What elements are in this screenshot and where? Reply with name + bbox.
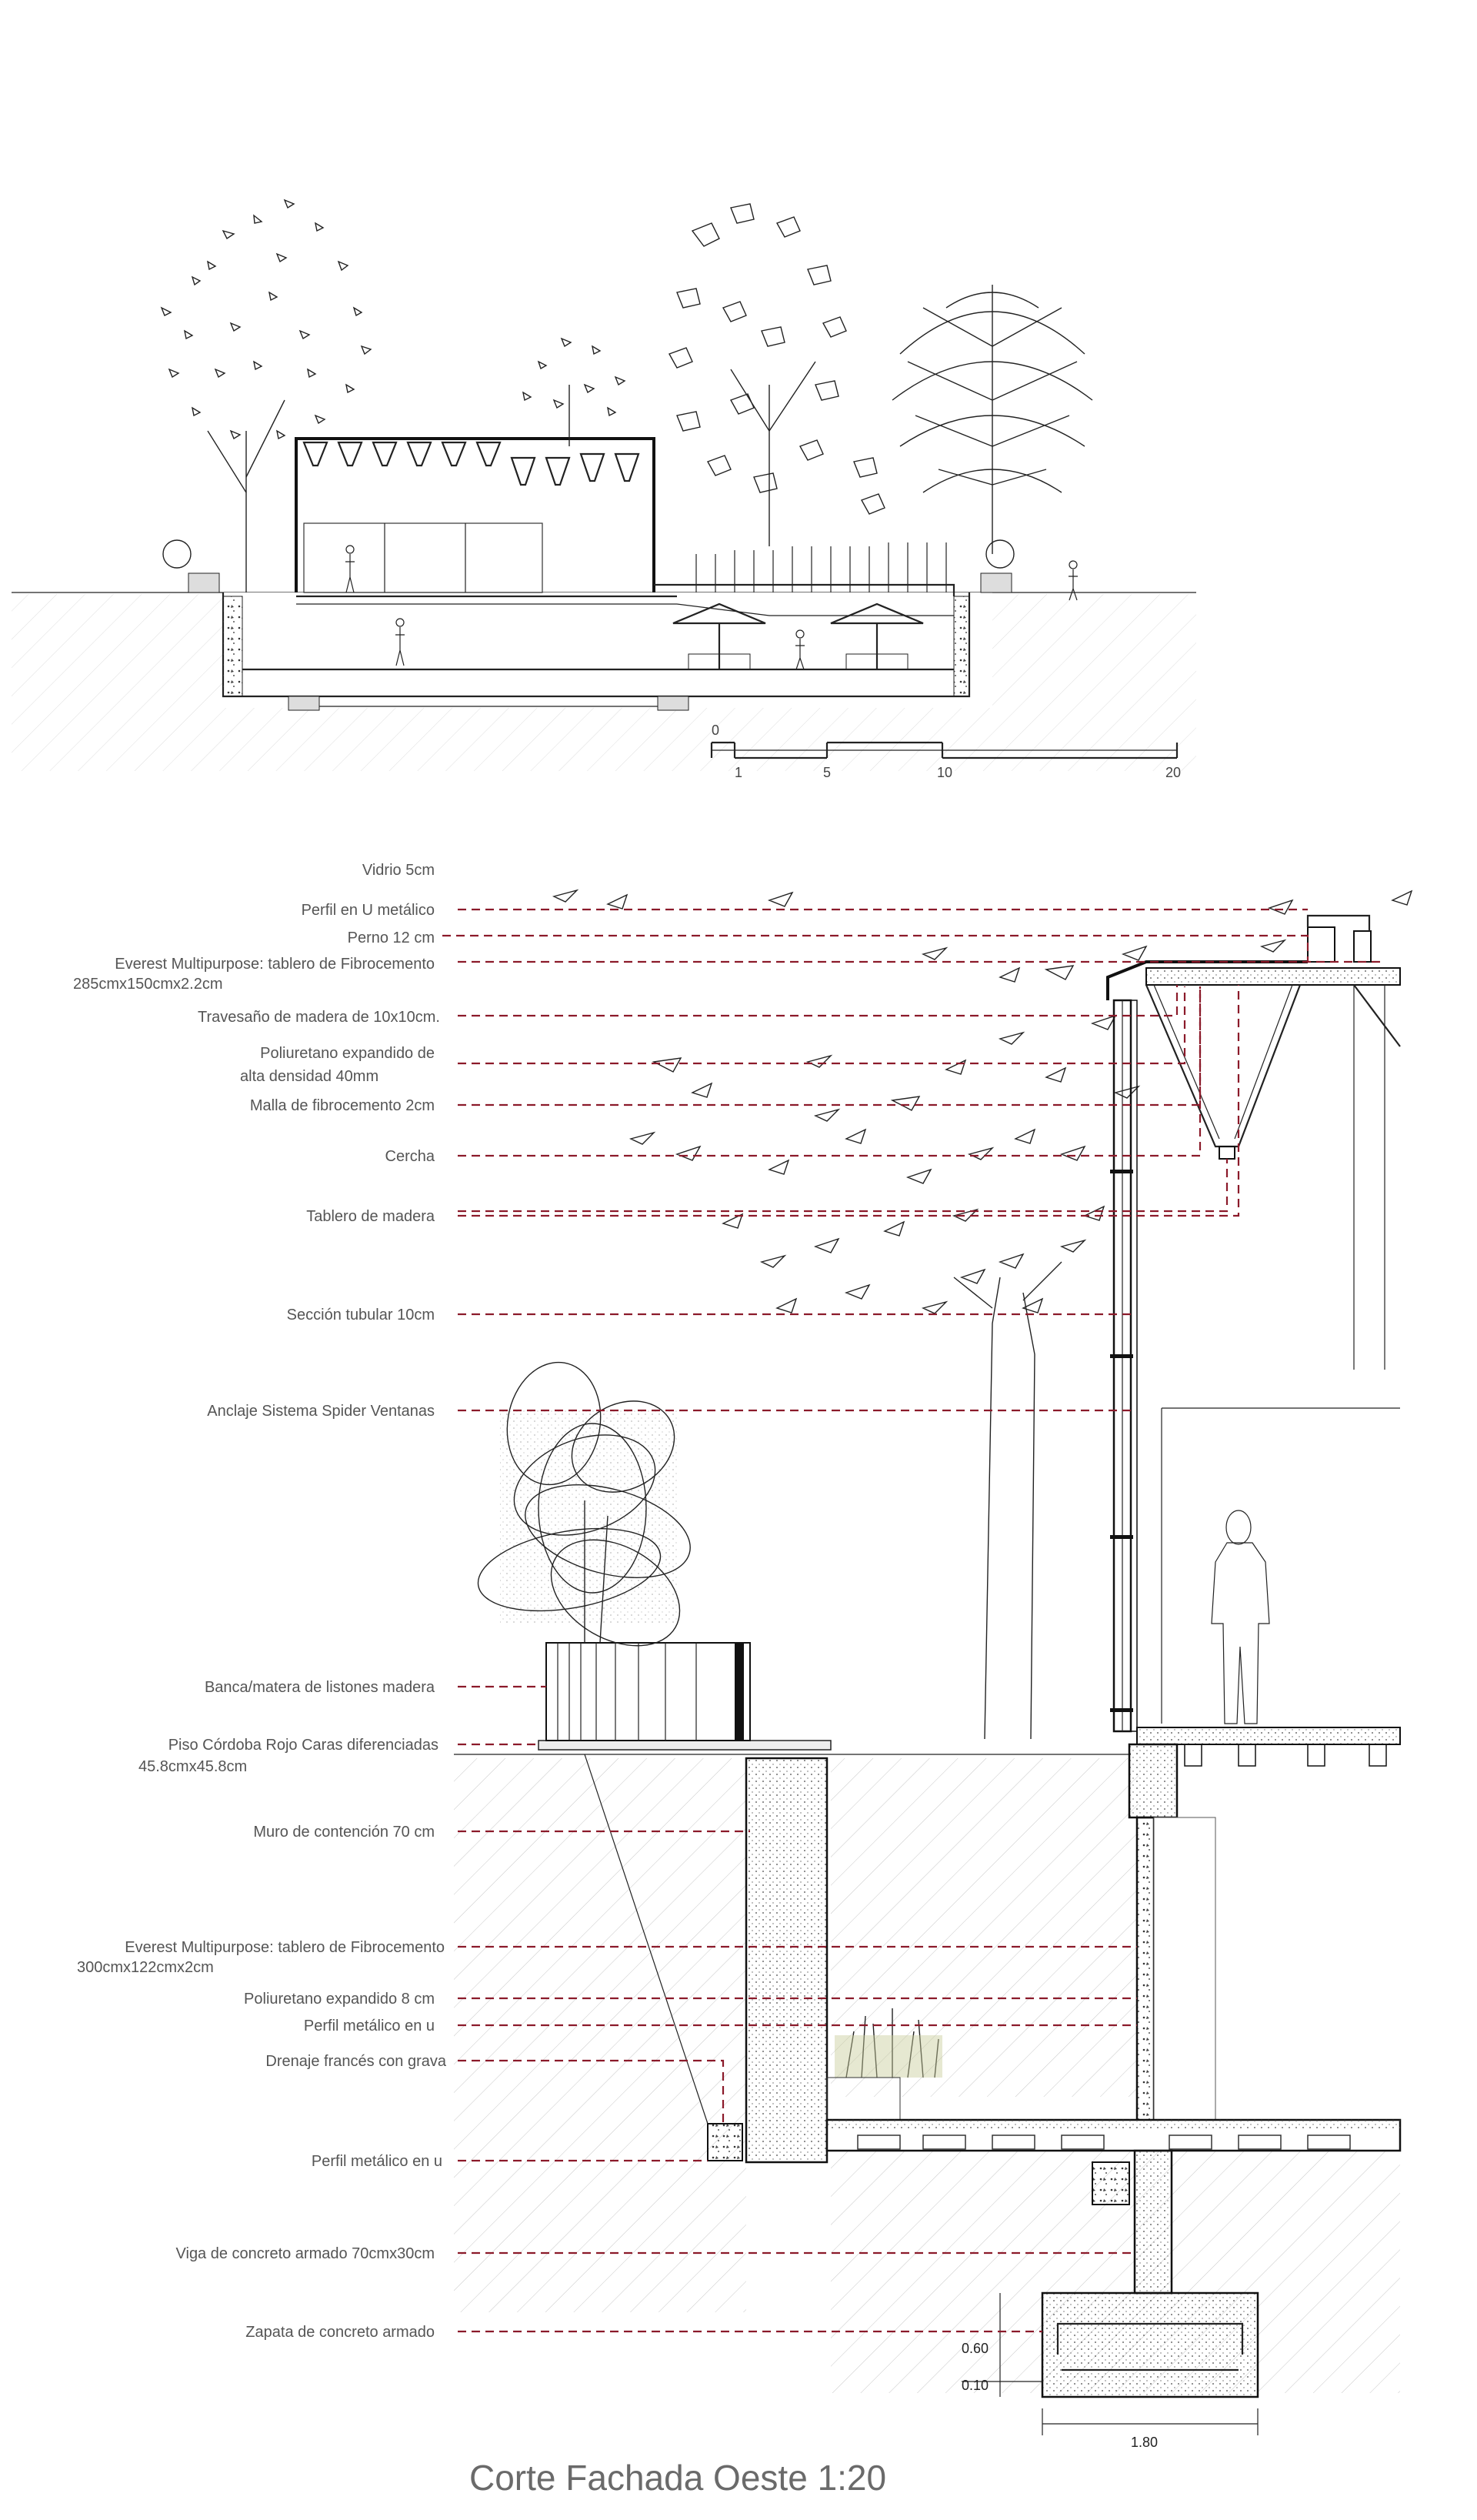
label-everest-2: Everest Multipurpose: tablero de Fibroce… — [125, 1939, 445, 1956]
label-banca: Banca/matera de listones madera — [205, 1679, 435, 1696]
scale-bar: 0 1 5 10 20 — [710, 723, 1181, 780]
label-muro: Muro de contención 70 cm — [253, 1824, 435, 1841]
label-malla: Malla de fibrocemento 2cm — [250, 1097, 435, 1114]
label-perfil-u-1: Perfil en U metálico — [302, 902, 435, 919]
label-poliuretano-40-line2: alta densidad 40mm — [240, 1068, 378, 1085]
overall-section — [12, 199, 1196, 771]
label-perfil-u-3: Perfil metálico en u — [312, 2153, 442, 2170]
label-vidrio: Vidrio 5cm — [362, 862, 435, 879]
scale-tick-20: 20 — [1165, 765, 1181, 780]
label-tablero-madera: Tablero de madera — [306, 1208, 435, 1225]
drawing-title: Corte Fachada Oeste 1:20 — [469, 2458, 886, 2498]
dim-footing-height: 0.60 — [962, 2341, 989, 2356]
dim-footing-width: 1.80 — [1131, 2435, 1158, 2450]
scale-tick-1: 1 — [735, 765, 742, 780]
label-piso-size: 45.8cmx45.8cm — [138, 1758, 247, 1775]
scale-zero: 0 — [712, 723, 719, 738]
label-everest-2-size: 300cmx122cmx2cm — [77, 1959, 214, 1976]
label-anclaje: Anclaje Sistema Spider Ventanas — [207, 1403, 435, 1420]
label-perfil-u-2: Perfil metálico en u — [304, 2018, 435, 2034]
label-poliuretano-40: Poliuretano expandido de — [260, 1045, 435, 1062]
label-viga: Viga de concreto armado 70cmx30cm — [176, 2245, 435, 2262]
dim-footing-base: 0.10 — [962, 2378, 989, 2393]
detail-section: 0.60 0.10 1.80 — [454, 889, 1413, 2450]
label-piso: Piso Córdoba Rojo Caras diferenciadas — [168, 1737, 438, 1754]
label-perno: Perno 12 cm — [348, 930, 435, 946]
label-everest-1: Everest Multipurpose: tablero de Fibroce… — [115, 956, 435, 973]
label-seccion-tubular: Sección tubular 10cm — [287, 1307, 435, 1323]
label-travesano: Travesaño de madera de 10x10cm. — [198, 1009, 440, 1026]
label-drenaje: Drenaje francés con grava — [265, 2053, 446, 2070]
leader-lines — [442, 908, 1385, 2333]
scale-tick-5: 5 — [823, 765, 831, 780]
scale-tick-10: 10 — [937, 765, 952, 780]
label-cercha: Cercha — [385, 1148, 435, 1165]
annotation-labels: Vidrio 5cm Perfil en U metálico Perno 12… — [73, 862, 1385, 2341]
label-poliuretano-8: Poliuretano expandido 8 cm — [244, 1991, 435, 2008]
label-everest-1-size: 285cmx150cmx2.2cm — [73, 976, 223, 993]
label-zapata: Zapata de concreto armado — [245, 2324, 435, 2341]
